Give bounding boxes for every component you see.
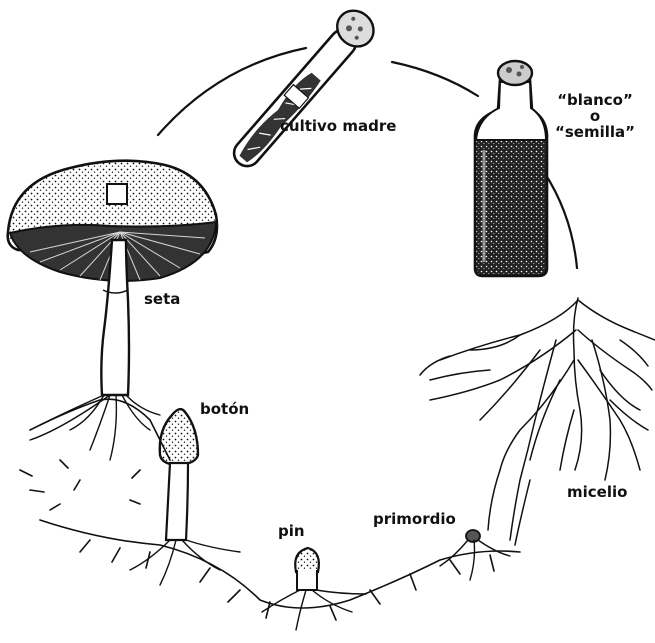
label-primordio: primordio [373,512,456,528]
button-mushroom-icon [160,409,198,540]
label-pin: pin [278,524,305,540]
bottle-icon [475,61,547,276]
arc-top-right [392,62,478,96]
mushroom-icon [8,161,217,395]
mycelium-icon [420,298,655,545]
pin-icon [295,548,319,590]
test-tube-icon [224,3,381,175]
arc-right [544,172,577,268]
label-blanco-semilla: “blanco” o “semilla” [555,93,635,140]
label-seta: seta [144,292,180,308]
label-boton: botón [200,402,249,418]
label-cultivo-madre: cultivo madre [280,119,396,135]
label-micelio: micelio [567,485,627,501]
label-semilla: “semilla” [555,125,635,141]
